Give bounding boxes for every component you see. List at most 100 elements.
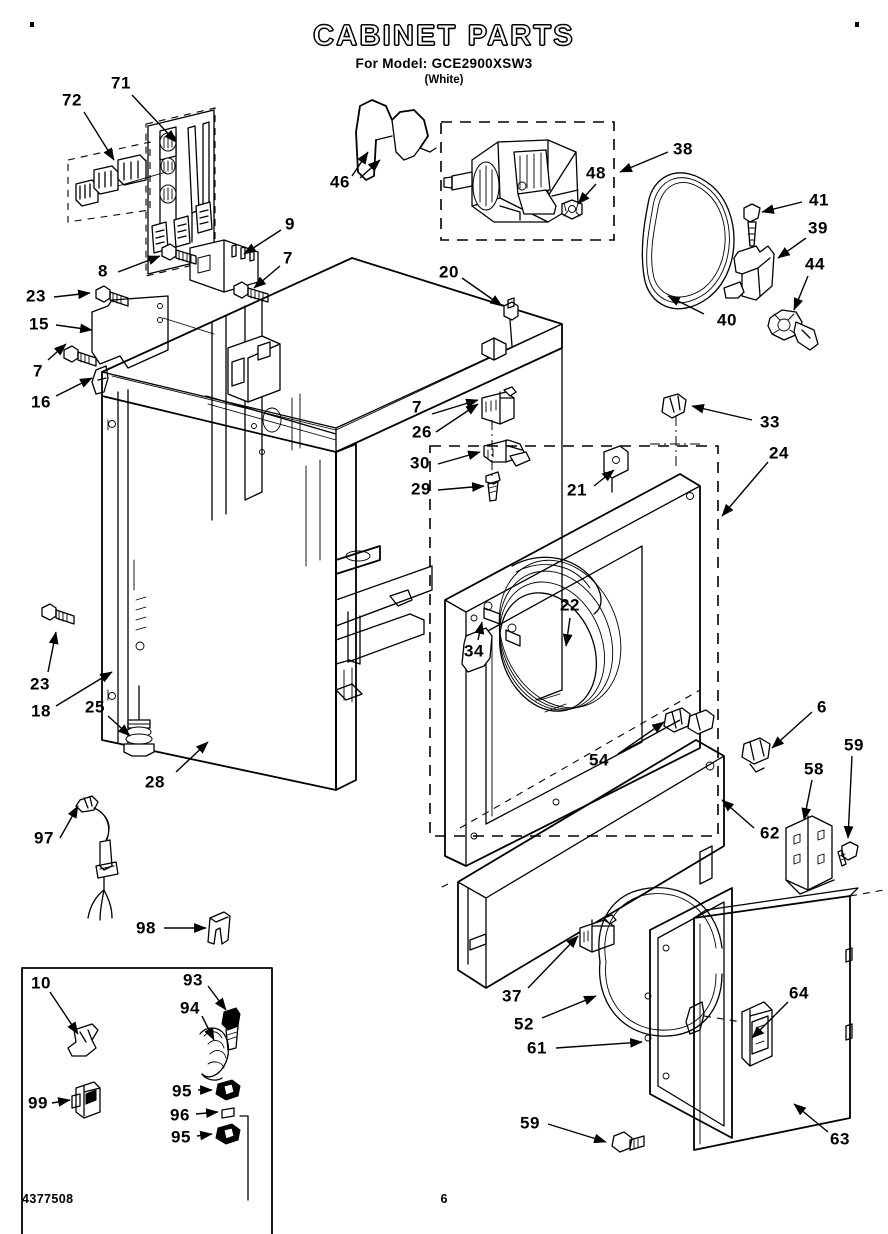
part-62-toe-panel (439, 689, 725, 989)
callout-number-33: 33 (760, 412, 780, 432)
part-21-bulkhead-bracket (603, 445, 629, 493)
callout-number-64: 64 (789, 983, 809, 1003)
registration-mark-top-right (855, 22, 859, 27)
part-8-screw (161, 243, 197, 265)
part-40-drive-belt (641, 172, 735, 310)
part-58-door-hinge (785, 815, 835, 895)
callout-number-48: 48 (586, 163, 606, 183)
callout-number-38: 38 (673, 139, 693, 159)
callout-number-18: 18 (31, 701, 51, 721)
callout-number-7: 7 (33, 361, 43, 381)
part-97-thermostat (75, 795, 119, 921)
part-6-clip (741, 737, 771, 773)
part-59-screw-hinge (837, 841, 859, 867)
callout-number-20: 20 (439, 262, 459, 282)
part-63-door-outer-panel (693, 887, 885, 1151)
part-72-terminal-connectors (67, 141, 167, 223)
callout-number-46: 46 (330, 172, 350, 192)
part-48-motor-nut (561, 199, 583, 220)
callout-number-95: 95 (172, 1081, 192, 1101)
part-7-screw-top (233, 281, 269, 303)
callout-number-52: 52 (514, 1014, 534, 1034)
callout-number-37: 37 (502, 986, 522, 1006)
callout-number-10: 10 (31, 973, 51, 993)
part-33-clip (661, 393, 687, 419)
callout-number-99: 99 (28, 1093, 48, 1113)
callout-number-98: 98 (136, 918, 156, 938)
part-46-motor-clamp (355, 99, 437, 181)
part-52-door-seal (598, 887, 723, 1037)
part-7-screw-left (63, 345, 97, 367)
part-98-clip (207, 911, 231, 945)
callout-number-28: 28 (145, 772, 165, 792)
callout-number-44: 44 (805, 254, 825, 274)
part-95-nut-upper (215, 1079, 241, 1101)
callout-number-23: 23 (30, 674, 50, 694)
part-23-screw-upper (95, 285, 129, 307)
callout-number-30: 30 (410, 453, 430, 473)
callout-number-61: 61 (527, 1038, 547, 1058)
registration-mark-top-left (30, 22, 34, 27)
part-28-cabinet (101, 257, 563, 791)
leader-lines (47, 94, 854, 1144)
part-38-motor-dashed-box (440, 121, 615, 241)
callout-number-15: 15 (29, 314, 49, 334)
callout-number-26: 26 (412, 422, 432, 442)
part-9-terminal-bracket (189, 239, 259, 293)
part-64-door-handle (741, 1001, 773, 1067)
callout-number-54: 54 (589, 750, 609, 770)
callout-number-59: 59 (844, 735, 864, 755)
footer-document-code: 4377508 (22, 1192, 74, 1206)
callout-number-95: 95 (171, 1127, 191, 1147)
part-94-wire-shield (199, 1027, 230, 1081)
part-38-drive-motor (443, 139, 579, 223)
callout-number-41: 41 (809, 190, 829, 210)
part-30-door-catch (483, 439, 531, 467)
part-24-bulkhead-dashed-enclosure (429, 416, 719, 837)
callout-number-25: 25 (85, 697, 105, 717)
callout-number-93: 93 (183, 970, 203, 990)
callout-number-62: 62 (760, 823, 780, 843)
part-29-screw (485, 420, 501, 502)
callout-number-96: 96 (170, 1105, 190, 1125)
part-95-nut-lower (215, 1115, 249, 1201)
callout-number-7: 7 (283, 248, 293, 268)
callout-number-40: 40 (717, 310, 737, 330)
part-24-front-bulkhead-panel (444, 473, 701, 867)
part-39-idler-bracket (723, 245, 775, 301)
callout-number-59: 59 (520, 1113, 540, 1133)
callout-number-72: 72 (62, 90, 82, 110)
callout-number-24: 24 (769, 443, 789, 463)
part-26-door-strike (481, 386, 517, 425)
callout-number-58: 58 (804, 759, 824, 779)
part-71-terminal-board (145, 107, 216, 277)
callout-number-9: 9 (285, 214, 295, 234)
footer-page-number: 6 (440, 1192, 448, 1206)
callout-number-39: 39 (808, 218, 828, 238)
callout-number-16: 16 (31, 392, 51, 412)
part-44-idler-pulley (767, 309, 819, 351)
callout-number-34: 34 (464, 641, 484, 661)
callout-number-6: 6 (817, 697, 827, 717)
part-34-bracket (461, 601, 521, 673)
callout-number-21: 21 (567, 480, 587, 500)
callout-number-8: 8 (98, 261, 108, 281)
part-15-bracket (91, 295, 215, 369)
callout-number-94: 94 (180, 998, 200, 1018)
callout-number-7: 7 (412, 397, 422, 417)
part-59-screw-door (611, 1131, 645, 1153)
part-93-screw (221, 1007, 241, 1051)
part-23-screw-lower (41, 603, 75, 625)
part-20-screw-grommet (481, 297, 519, 361)
callout-number-97: 97 (34, 828, 54, 848)
callout-number-23: 23 (26, 286, 46, 306)
part-10-clip (67, 1023, 99, 1057)
callout-number-29: 29 (411, 479, 431, 499)
part-96-washer (221, 1107, 235, 1119)
callout-number-71: 71 (111, 73, 131, 93)
part-99-clip (71, 1081, 101, 1119)
inset-detail-box (21, 967, 273, 1234)
callout-number-22: 22 (560, 595, 580, 615)
